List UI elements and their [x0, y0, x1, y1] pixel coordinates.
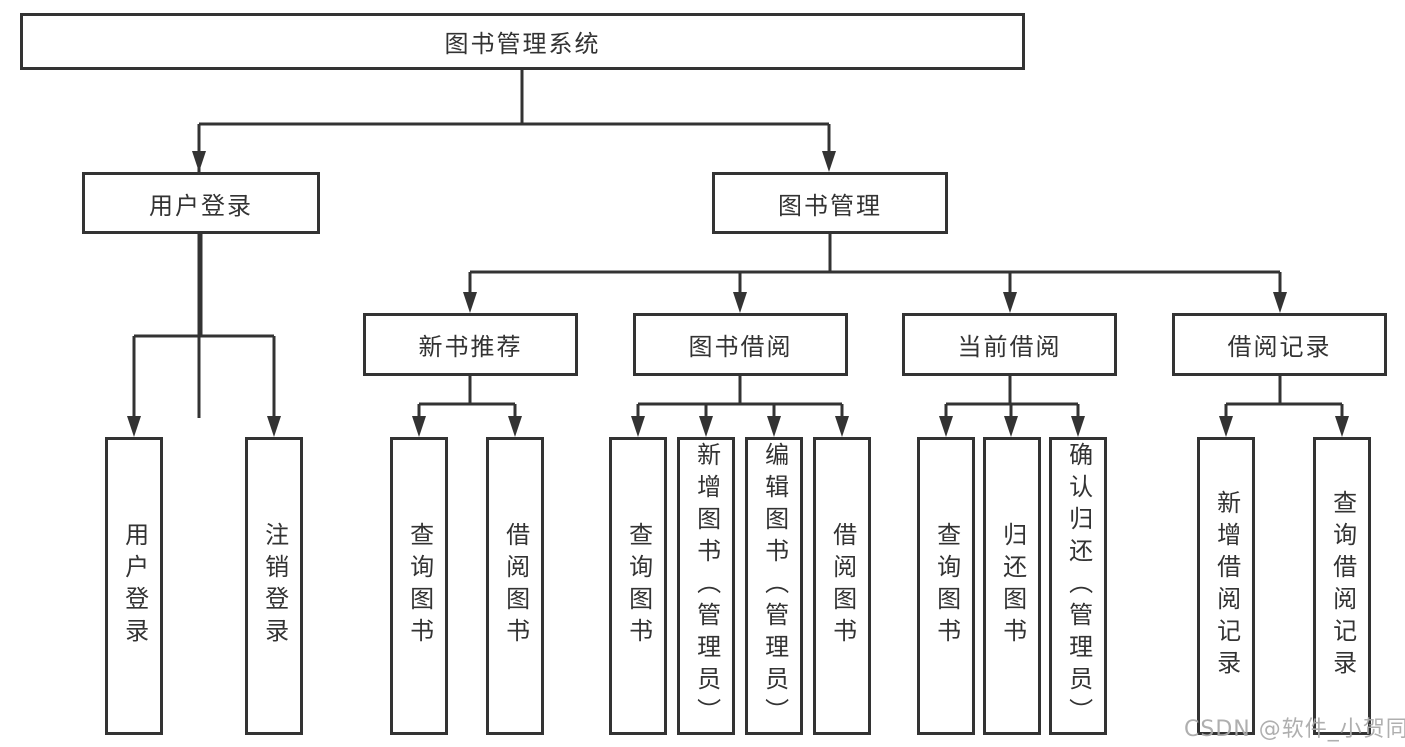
leaf-query-book-borrow-label: 查询图书 — [624, 522, 653, 650]
arrowhead-leaf-confirm-return — [1071, 416, 1085, 437]
arrowhead-leaf-query-book-1 — [412, 416, 426, 437]
arrowhead-leaf-borrow-book-1 — [508, 416, 522, 437]
node-user-login: 用户登录 — [82, 172, 320, 234]
leaf-query-borrow-record-label: 查询借阅记录 — [1328, 490, 1357, 682]
leaf-add-book-admin-label: 新增图书（管理员） — [692, 442, 721, 730]
csdn-watermark: CSDN @软件_小贺同学 — [1184, 717, 1405, 742]
arrowhead-leaf-add-book — [699, 416, 713, 437]
leaf-logout: 注销登录 — [245, 437, 303, 735]
connector-user-login-children — [132, 234, 276, 417]
leaf-return-book-label: 归还图书 — [998, 522, 1027, 650]
leaf-borrow-book: 借阅图书 — [813, 437, 871, 735]
arrowhead-leaf-query-book-3 — [939, 416, 953, 437]
node-borrow-records: 借阅记录 — [1172, 313, 1387, 376]
leaf-borrow-book-label: 借阅图书 — [828, 522, 857, 650]
leaf-borrow-book-recommend-label: 借阅图书 — [501, 522, 530, 650]
arrowhead-leaf-edit-book — [767, 416, 781, 437]
leaf-query-book-recommend: 查询图书 — [390, 437, 448, 735]
node-book-management: 图书管理 — [712, 172, 948, 234]
connector-new-book-children — [417, 376, 517, 417]
arrowhead-book-borrow — [733, 292, 747, 313]
node-user-login-label: 用户登录 — [149, 191, 253, 220]
connector-book-management-children — [468, 234, 1282, 292]
node-borrow-records-label: 借阅记录 — [1227, 333, 1332, 361]
node-root-system: 图书管理系统 — [20, 13, 1025, 70]
node-new-book-recommend: 新书推荐 — [363, 313, 578, 376]
leaf-edit-book-admin-label: 编辑图书（管理员） — [760, 442, 789, 730]
arrowhead-new-book-recommend — [463, 292, 477, 313]
leaf-add-borrow-record-label: 新增借阅记录 — [1212, 490, 1241, 682]
leaf-add-borrow-record: 新增借阅记录 — [1197, 437, 1255, 735]
leaf-query-book-current: 查询图书 — [917, 437, 975, 735]
arrowhead-borrow-records — [1273, 292, 1287, 313]
node-book-management-label: 图书管理 — [778, 191, 882, 220]
connector-book-borrow-children — [636, 376, 844, 417]
connector-path-level2 — [197, 70, 831, 418]
arrowhead-user-login — [192, 151, 206, 172]
leaf-add-book-admin: 新增图书（管理员） — [677, 437, 735, 735]
connector-root-to-level2 — [197, 70, 831, 418]
leaf-query-book-borrow: 查询图书 — [609, 437, 667, 735]
leaf-confirm-return-admin-label: 确认归还（管理员） — [1064, 442, 1093, 730]
connector-borrow-records-children — [1224, 376, 1344, 417]
leaf-logout-label: 注销登录 — [260, 522, 289, 650]
arrowhead-leaf-query-book-2 — [631, 416, 645, 437]
leaf-return-book: 归还图书 — [983, 437, 1041, 735]
arrowhead-leaf-query-record — [1335, 416, 1349, 437]
leaf-query-book-recommend-label: 查询图书 — [405, 522, 434, 650]
arrowhead-current-borrow — [1003, 292, 1017, 313]
arrowhead-leaf-logout — [267, 416, 281, 437]
node-book-borrow-label: 图书借阅 — [688, 333, 793, 361]
arrowhead-leaf-borrow-book-2 — [835, 416, 849, 437]
node-root-system-label: 图书管理系统 — [444, 30, 601, 58]
arrowhead-leaf-return-book — [1004, 416, 1018, 437]
leaf-query-book-current-label: 查询图书 — [932, 522, 961, 650]
leaf-query-borrow-record: 查询借阅记录 — [1313, 437, 1371, 735]
node-current-borrow-label: 当前借阅 — [957, 333, 1062, 361]
leaf-edit-book-admin: 编辑图书（管理员） — [745, 437, 803, 735]
leaf-confirm-return-admin: 确认归还（管理员） — [1049, 437, 1107, 735]
node-book-borrow: 图书借阅 — [633, 313, 848, 376]
arrowhead-book-management — [822, 151, 836, 172]
arrowhead-leaf-add-record — [1219, 416, 1233, 437]
leaf-borrow-book-recommend: 借阅图书 — [486, 437, 544, 735]
node-new-book-recommend-label: 新书推荐 — [418, 333, 523, 361]
leaf-user-login-label: 用户登录 — [120, 522, 149, 650]
arrowhead-leaf-user-login — [127, 416, 141, 437]
leaf-user-login: 用户登录 — [105, 437, 163, 735]
node-current-borrow: 当前借阅 — [902, 313, 1117, 376]
connector-current-borrow-children — [944, 376, 1080, 417]
